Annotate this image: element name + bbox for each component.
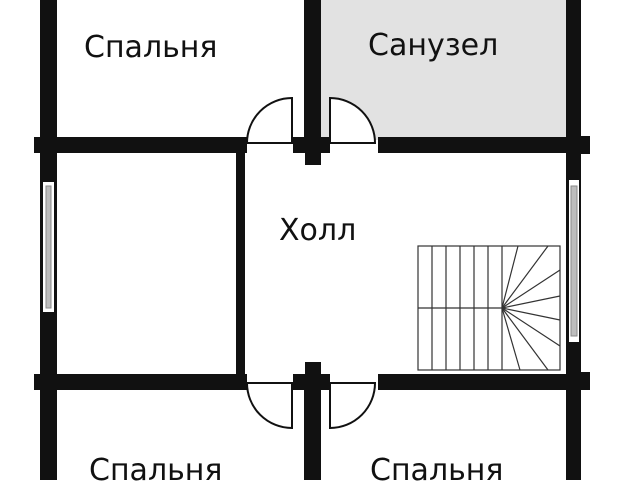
window-left [43,182,54,312]
wall-mid-top-left [34,137,247,153]
wall-mid-bottom-center [293,374,330,390]
door-swing-top-right [329,96,377,144]
wall-mid-top-right [378,137,590,153]
room-label-bathroom: Санузел [368,28,499,63]
wall-left-room-partition [236,150,245,382]
wall-mid-bottom-left [34,374,247,390]
room-label-hall: Холл [279,213,357,248]
staircase [417,245,561,371]
wall-center-top [304,0,321,140]
wall-mid-bottom-right [378,374,590,390]
door-swing-bottom-right [329,382,377,430]
door-swing-top-left [245,96,293,144]
window-right [569,180,579,342]
wall-center-post-top [305,150,321,165]
wall-mid-top-center [293,137,330,153]
door-swing-bottom-left [245,382,293,430]
wall-center-post-bottom [305,362,321,376]
wall-center-bottom [304,374,321,480]
room-label-bedroom-top-left: Спальня [84,30,218,65]
room-label-bedroom-bottom-left: Спальня [89,453,223,488]
room-label-bedroom-bottom-right: Спальня [370,453,504,488]
